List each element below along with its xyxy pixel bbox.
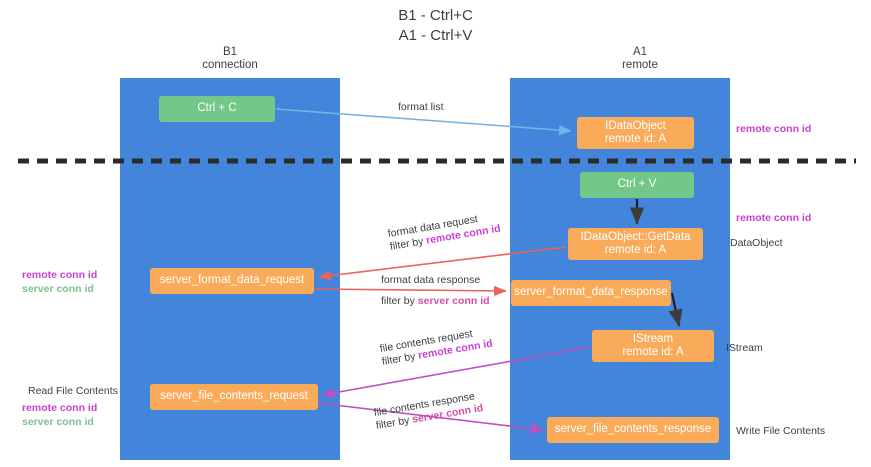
note-left-bottom-server: server conn id	[22, 416, 94, 428]
node-server-format-data-response[interactable]: server_format_data_response	[511, 280, 671, 306]
edge-label-file-contents-response: file contents response filter by server …	[373, 389, 484, 433]
node-server-file-contents-request[interactable]: server_file_contents_request	[150, 384, 318, 410]
column-header-b1-role: connection	[202, 59, 258, 71]
node-idataobject[interactable]: IDataObject remote id: A	[577, 117, 694, 149]
title-line-2: A1 - Ctrl+V	[398, 27, 473, 44]
column-header-a1-name: A1	[632, 46, 648, 58]
node-sfcres-label: server_file_contents_response	[554, 423, 712, 436]
note-dataobject: DataObject	[730, 237, 783, 249]
edge-label-fdres-filter-key: server conn id	[417, 295, 490, 307]
node-sfdres-label: server_format_data_response	[514, 286, 668, 299]
note-left-mid-server: server conn id	[22, 283, 94, 295]
note-mid-right-remote-conn-id: remote conn id	[736, 212, 812, 224]
node-istream-line1: IStream	[632, 332, 674, 345]
node-idataobject-line1: IDataObject	[605, 119, 666, 132]
node-sfcreq-label: server_file_contents_request	[160, 390, 308, 403]
edge-label-format-list: format list	[398, 101, 444, 114]
edge-label-fdres-text: format data response	[381, 274, 481, 286]
node-server-file-contents-response[interactable]: server_file_contents_response	[547, 417, 719, 443]
note-left-bottom-conn-ids: remote conn id server conn id	[22, 401, 97, 429]
note-istream: IStream	[726, 342, 763, 354]
edge-label-fdres-filter-prefix: filter by	[381, 295, 418, 307]
node-sfdreq-label: server_format_data_request	[159, 274, 305, 287]
note-write-file-contents: Write File Contents	[736, 425, 826, 437]
edge-label-format-data-response: format data response filter by server co…	[381, 274, 490, 308]
node-istream[interactable]: IStream remote id: A	[592, 330, 714, 362]
column-header-a1-role: remote	[622, 59, 658, 71]
edge-label-format-data-request: format data request filter by remote con…	[387, 210, 502, 254]
edge-label-file-contents-request: file contents request filter by remote c…	[379, 325, 494, 369]
note-top-right-remote-conn-id: remote conn id	[736, 123, 812, 135]
title-line-1: B1 - Ctrl+C	[398, 7, 473, 24]
note-left-mid-remote: remote conn id	[22, 269, 98, 281]
edge-label-format-list-text: format list	[398, 101, 444, 113]
edge-label-fdres-filter: filter by server conn id	[381, 295, 490, 308]
column-header-a1: A1 remote	[565, 46, 715, 72]
node-ctrl-c-label: Ctrl + C	[197, 102, 237, 115]
column-header-b1-name: B1	[222, 46, 238, 58]
note-left-mid-conn-ids: remote conn id server conn id	[22, 268, 97, 296]
note-left-bottom-remote: remote conn id	[22, 402, 98, 414]
node-getdata-line2: remote id: A	[604, 244, 667, 256]
diagram-title: B1 - Ctrl+C A1 - Ctrl+V	[0, 6, 871, 46]
column-header-b1: B1 connection	[155, 46, 305, 72]
node-ctrl-c[interactable]: Ctrl + C	[159, 96, 275, 122]
node-getdata-line1: IDataObject::GetData	[580, 230, 691, 243]
node-idataobject-line2: remote id: A	[604, 133, 667, 145]
node-idataobject-getdata[interactable]: IDataObject::GetData remote id: A	[568, 228, 703, 260]
node-server-format-data-request[interactable]: server_format_data_request	[150, 268, 314, 294]
node-ctrl-v[interactable]: Ctrl + V	[580, 172, 694, 198]
node-ctrl-v-label: Ctrl + V	[617, 178, 657, 191]
note-read-file-contents: Read File Contents	[28, 385, 118, 397]
node-istream-line2: remote id: A	[622, 346, 684, 358]
